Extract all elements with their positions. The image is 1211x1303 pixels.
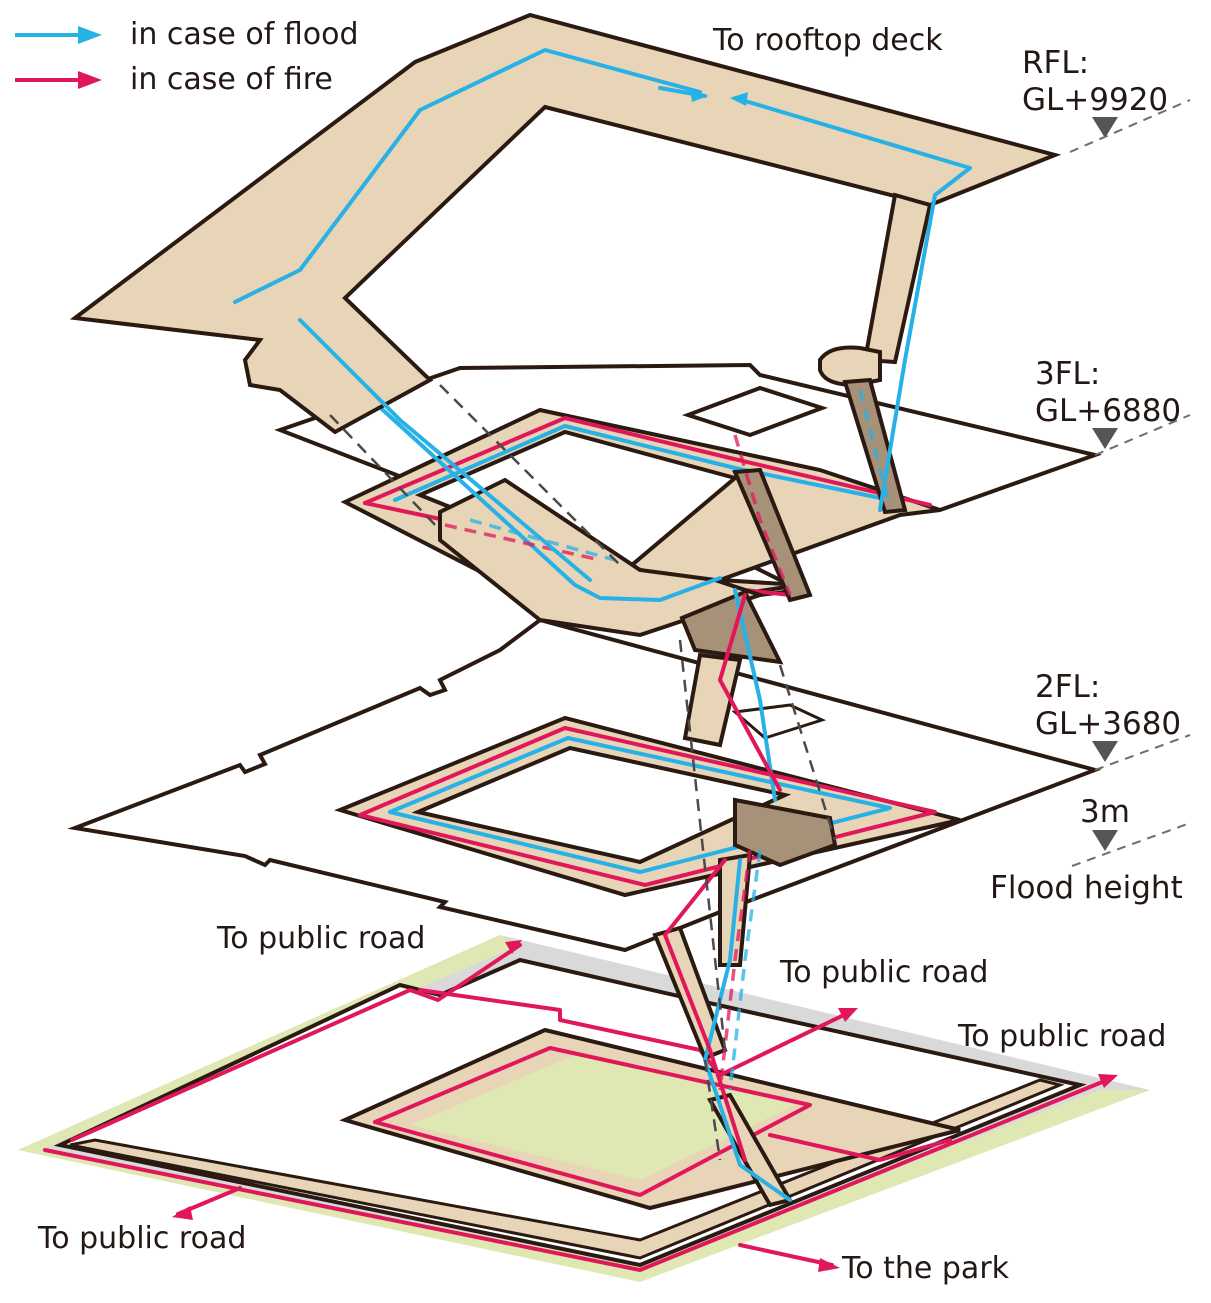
roof-arrow-left-head bbox=[690, 88, 708, 102]
level-2f-value: GL+3680 bbox=[1035, 706, 1181, 742]
2f-fire-route bbox=[358, 726, 937, 887]
level-3f-value: GL+6880 bbox=[1035, 393, 1181, 429]
roof-flood-route-down bbox=[298, 318, 592, 582]
stair-flood-dashed-lower bbox=[728, 849, 762, 1091]
ground-green-border bbox=[18, 935, 1150, 1282]
legend: in case of flood in case of fire bbox=[15, 17, 359, 97]
level-rfl-name: RFL: bbox=[1022, 45, 1089, 81]
guide-line-1 bbox=[329, 414, 441, 531]
level-markers: RFL: GL+9920 3FL: GL+6880 2FL: GL+3680 3… bbox=[990, 45, 1191, 906]
ramp-fire-dashed bbox=[444, 523, 601, 562]
2f-stair-core bbox=[733, 797, 838, 868]
guide-lines bbox=[329, 384, 837, 1161]
3f-skylight bbox=[681, 385, 829, 438]
ramp-flood-route-down bbox=[733, 588, 777, 802]
level-3f-triangle bbox=[1092, 428, 1118, 449]
roof-stair-landing bbox=[818, 345, 882, 388]
guide-line-2 bbox=[439, 384, 621, 566]
label-road-center: To public road bbox=[779, 955, 988, 990]
ramp-fire-route-down bbox=[718, 593, 782, 792]
direction-labels: To rooftop deck To public road To public… bbox=[37, 23, 1166, 1286]
ground-floor bbox=[18, 935, 1150, 1282]
roof-arrow-right-head bbox=[730, 92, 748, 106]
label-road-lower-left: To public road bbox=[37, 1221, 246, 1256]
level-flood-label: Flood height bbox=[990, 870, 1183, 906]
level-2f-name: 2FL: bbox=[1035, 669, 1100, 705]
level-flood-name: 3m bbox=[1080, 794, 1130, 830]
2f-flood-route bbox=[388, 736, 892, 874]
ground-arrowheads bbox=[172, 940, 1118, 1272]
label-rooftop: To rooftop deck bbox=[712, 23, 943, 58]
guide-line-5 bbox=[703, 1059, 722, 1161]
level-2f-triangle bbox=[1092, 741, 1118, 762]
roof-flood-route bbox=[233, 48, 702, 304]
arrowhead-park bbox=[818, 1258, 840, 1272]
stair-fire-route-lower bbox=[663, 858, 747, 1162]
roof-flood-dashed bbox=[858, 389, 892, 506]
ground-fire-arrow-park bbox=[738, 1243, 834, 1267]
label-road-right: To public road bbox=[957, 1019, 1166, 1054]
level-3f-line bbox=[1094, 414, 1191, 456]
level-rfl-value: GL+9920 bbox=[1022, 82, 1168, 118]
stair-fire-dashed-lower bbox=[718, 849, 752, 1091]
ramp-flood-route bbox=[348, 378, 722, 602]
legend-flood-label: in case of flood bbox=[130, 17, 359, 52]
ground-deck-border bbox=[69, 1078, 1065, 1260]
3f-fire-route bbox=[363, 416, 932, 507]
arrowhead-road-lower-left bbox=[172, 1206, 193, 1220]
ground-courtyard-green bbox=[410, 1055, 795, 1180]
roof-level bbox=[69, 12, 1062, 582]
2f-opening-small bbox=[731, 703, 827, 740]
ground-fire-route-road bbox=[418, 988, 852, 1077]
label-park: To the park bbox=[841, 1251, 1010, 1286]
label-road-upper-left: To public road bbox=[216, 921, 425, 956]
legend-fire-label: in case of fire bbox=[130, 62, 333, 97]
level-flood-triangle bbox=[1092, 830, 1118, 851]
legend-flood-arrow bbox=[78, 26, 102, 44]
ground-fire-route-court bbox=[373, 1046, 812, 1197]
arrowhead-road-center bbox=[838, 1008, 858, 1022]
guide-line-3 bbox=[678, 639, 727, 1051]
level-rfl-triangle bbox=[1092, 117, 1118, 138]
arrowhead-road-upper bbox=[505, 940, 522, 954]
level-2f-line bbox=[1094, 734, 1191, 771]
level-3f-name: 3FL: bbox=[1035, 356, 1100, 392]
arrowhead-road-right bbox=[1098, 1074, 1118, 1088]
3f-flood-route bbox=[393, 424, 892, 502]
legend-fire-arrow bbox=[78, 71, 102, 89]
roof-flood-route-right bbox=[733, 96, 972, 512]
second-floor bbox=[67, 617, 1102, 953]
ramp-flood-dashed bbox=[469, 518, 616, 562]
roof-column-stair bbox=[862, 192, 933, 365]
ground-fire-route-east bbox=[768, 1133, 952, 1162]
ramp-landing-dark bbox=[679, 589, 784, 665]
stair-3f-fire-dashed bbox=[733, 434, 792, 596]
level-rfl-line bbox=[1069, 99, 1191, 153]
guide-line-4 bbox=[778, 664, 837, 841]
2f-courtyard-opening bbox=[411, 745, 792, 865]
ground-fire-route-outer bbox=[43, 1076, 1114, 1272]
ground-fire-route-inner bbox=[70, 943, 522, 1142]
roof-column-lower bbox=[842, 377, 908, 515]
level-flood-line bbox=[1071, 822, 1191, 867]
third-floor bbox=[274, 362, 1103, 613]
